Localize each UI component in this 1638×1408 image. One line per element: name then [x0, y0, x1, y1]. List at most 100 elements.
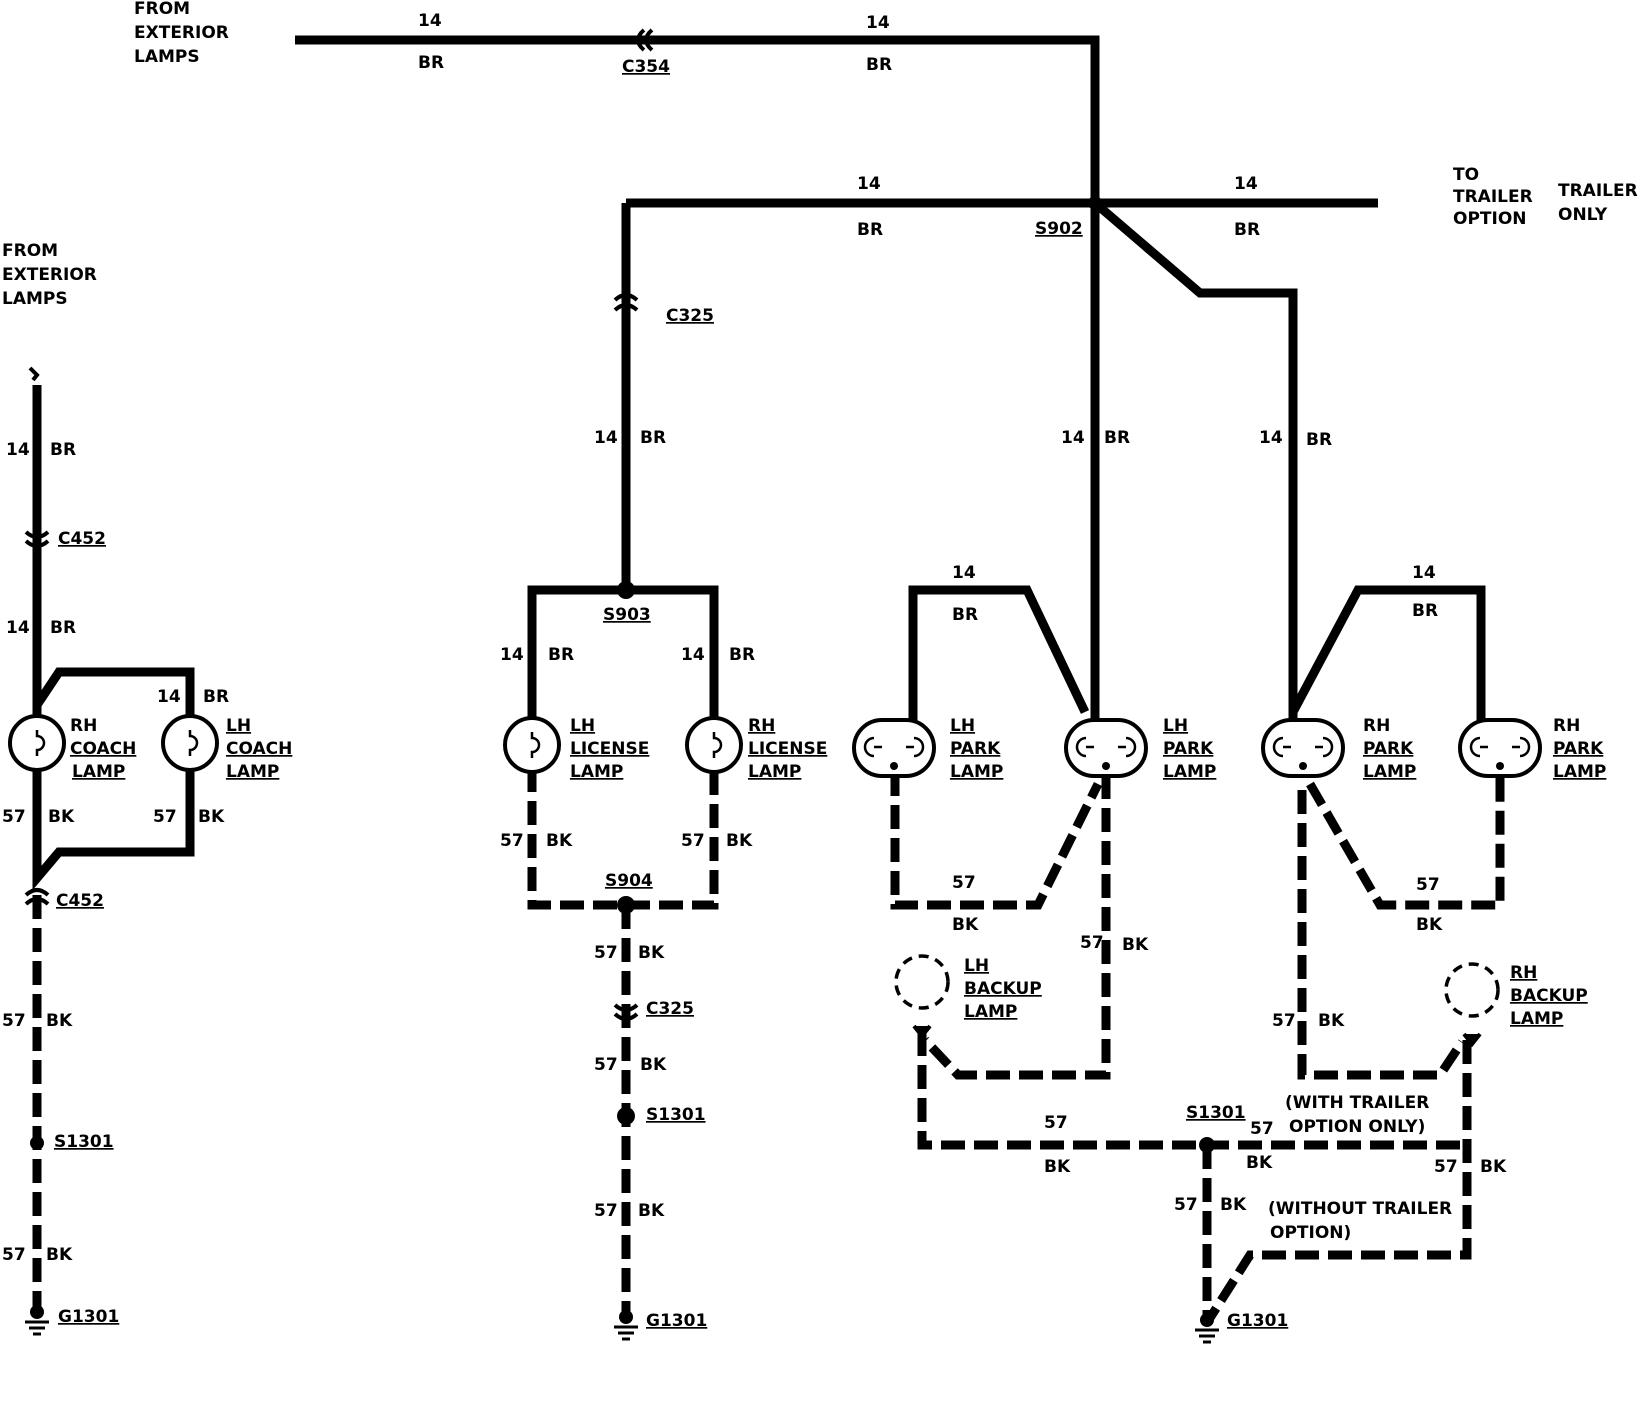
- lh-coach-lamp-label-2: COACH: [226, 739, 292, 759]
- ground-g1301-right-icon: [1195, 1313, 1219, 1344]
- color-label: BR: [640, 428, 666, 448]
- splices: [30, 196, 1215, 1153]
- to-trailer-option-line2: TRAILER: [1453, 187, 1533, 207]
- connectors: [24, 28, 654, 1021]
- coach-branch-wire: [33, 667, 195, 718]
- color-label: BR: [866, 55, 892, 75]
- lh-backup-lamp-label-1: LH: [964, 956, 989, 976]
- connector-c452-label: C452: [58, 529, 106, 549]
- from-exterior-left-line1: FROM: [2, 241, 58, 261]
- rh-backup-lamp-label-3: LAMP: [1510, 1009, 1563, 1029]
- gauge-label: 57: [500, 831, 524, 851]
- ground-symbols: [25, 1305, 1219, 1344]
- rh-coach-lamp-label-1: RH: [70, 716, 97, 736]
- color-label: BK: [1480, 1157, 1507, 1177]
- rh-park-lamp-left-label-3: LAMP: [1363, 762, 1416, 782]
- to-trailer-option-line1: TO: [1453, 165, 1479, 185]
- gauge-label: 57: [2, 807, 26, 827]
- trailer-only-line1: TRAILER: [1558, 181, 1638, 201]
- splice-s1301-dot-left: [30, 1136, 44, 1150]
- rh-park-lamp-right-label-2: PARK: [1553, 739, 1604, 759]
- rh-park-lamp-right-icon: [1458, 718, 1542, 778]
- lh-park-lamp-right-label-1: LH: [1163, 716, 1188, 736]
- from-exterior-left-line3: LAMPS: [2, 289, 68, 309]
- rh-park-lamp-right-label-1: RH: [1553, 716, 1580, 736]
- color-label: BK: [726, 831, 753, 851]
- gauge-label: 57: [594, 943, 618, 963]
- splice-s903-label: S903: [603, 605, 651, 625]
- gauge-label: 57: [2, 1011, 26, 1031]
- gauge-label: 14: [6, 440, 30, 460]
- rh-park-lamp-left-label-1: RH: [1363, 716, 1390, 736]
- color-label: BK: [46, 1011, 73, 1031]
- lh-park-return-wire: [921, 775, 1111, 1080]
- ground-wires: [32, 768, 1505, 1321]
- color-label: BK: [546, 831, 573, 851]
- connector-c354-label: C354: [622, 57, 670, 77]
- color-label: BK: [1318, 1011, 1345, 1031]
- without-trailer-note-line1: (WITHOUT TRAILER: [1268, 1199, 1452, 1219]
- from-exterior-top-line3: LAMPS: [134, 47, 200, 67]
- trailer-only-line2: ONLY: [1558, 205, 1608, 225]
- lh-license-lamp-label-1: LH: [570, 716, 595, 736]
- splice-s1301-label: S1301: [54, 1132, 114, 1152]
- color-label: BR: [857, 220, 883, 240]
- rh-license-lamp-icon: [685, 716, 743, 774]
- gauge-label: 57: [153, 807, 177, 827]
- connector-c452-top-icon: [24, 530, 50, 548]
- color-label: BK: [638, 1201, 665, 1221]
- with-trailer-note-line2: OPTION ONLY): [1289, 1117, 1425, 1137]
- color-label: BK: [640, 1055, 667, 1075]
- ground-g1301-label: G1301: [646, 1311, 707, 1331]
- color-label: BR: [1104, 428, 1130, 448]
- splice-s904-dot: [617, 896, 635, 914]
- connector-c325-top-icon: [613, 293, 639, 312]
- splice-s1301-dot-mid: [617, 1107, 635, 1125]
- gauge-label: 14: [500, 645, 524, 665]
- color-label: BR: [418, 53, 444, 73]
- lh-park-branch-wire: [908, 585, 1090, 724]
- splice-s1301-label: S1301: [1186, 1103, 1246, 1123]
- rh-backup-lamp-icon: [1444, 962, 1500, 1048]
- ground-g1301-left-icon: [25, 1305, 49, 1336]
- gauge-label: 14: [1061, 428, 1085, 448]
- color-label: BR: [952, 605, 978, 625]
- lh-park-lamp-left-label-3: LAMP: [950, 762, 1003, 782]
- gauge-label: 14: [952, 563, 976, 583]
- ground-g1301-label: G1301: [1227, 1311, 1288, 1331]
- labels: FROM EXTERIOR LAMPS FROM EXTERIOR LAMPS …: [2, 0, 1638, 1331]
- rh-backup-lamp-label-1: RH: [1510, 963, 1537, 983]
- lh-backup-ground-wire: [917, 1032, 1467, 1150]
- from-exterior-top-line2: EXTERIOR: [134, 23, 229, 43]
- without-trailer-note-line2: OPTION): [1270, 1223, 1351, 1243]
- rh-license-lamp-label-2: LICENSE: [748, 739, 827, 759]
- lh-backup-lamp-label-3: LAMP: [964, 1002, 1017, 1022]
- rh-coach-lamp-label-2: COACH: [70, 739, 136, 759]
- gauge-label: 14: [1234, 174, 1258, 194]
- lh-license-lamp-label-2: LICENSE: [570, 739, 649, 759]
- color-label: BK: [48, 807, 75, 827]
- splice-s1301-label: S1301: [646, 1105, 706, 1125]
- rh-park-branch-wire: [1289, 585, 1486, 724]
- color-label: BK: [198, 807, 225, 827]
- rh-park-feed-wire: [1092, 199, 1298, 730]
- coach-ground-solid: [32, 768, 195, 891]
- ground-g1301-mid-icon: [614, 1310, 638, 1341]
- lh-park-lamp-left-label-1: LH: [950, 716, 975, 736]
- with-trailer-note-line1: (WITH TRAILER: [1285, 1093, 1429, 1113]
- color-label: BK: [46, 1245, 73, 1265]
- connector-c325-bottom-icon: [613, 1003, 639, 1021]
- color-label: BR: [548, 645, 574, 665]
- gauge-label: 57: [681, 831, 705, 851]
- color-label: BR: [50, 440, 76, 460]
- rh-coach-lamp-label-3: LAMP: [72, 762, 125, 782]
- rh-park-return-wire: [1297, 790, 1466, 1080]
- color-label: BK: [1220, 1195, 1247, 1215]
- rh-park-lamp-left-icon: [1261, 718, 1345, 778]
- splice-s904-label: S904: [605, 871, 653, 891]
- rh-license-lamp-label-1: RH: [748, 716, 775, 736]
- rh-park-ground-loop: [1306, 772, 1505, 910]
- color-label: BR: [729, 645, 755, 665]
- gauge-label: 14: [594, 428, 618, 448]
- lh-coach-lamp-label-3: LAMP: [226, 762, 279, 782]
